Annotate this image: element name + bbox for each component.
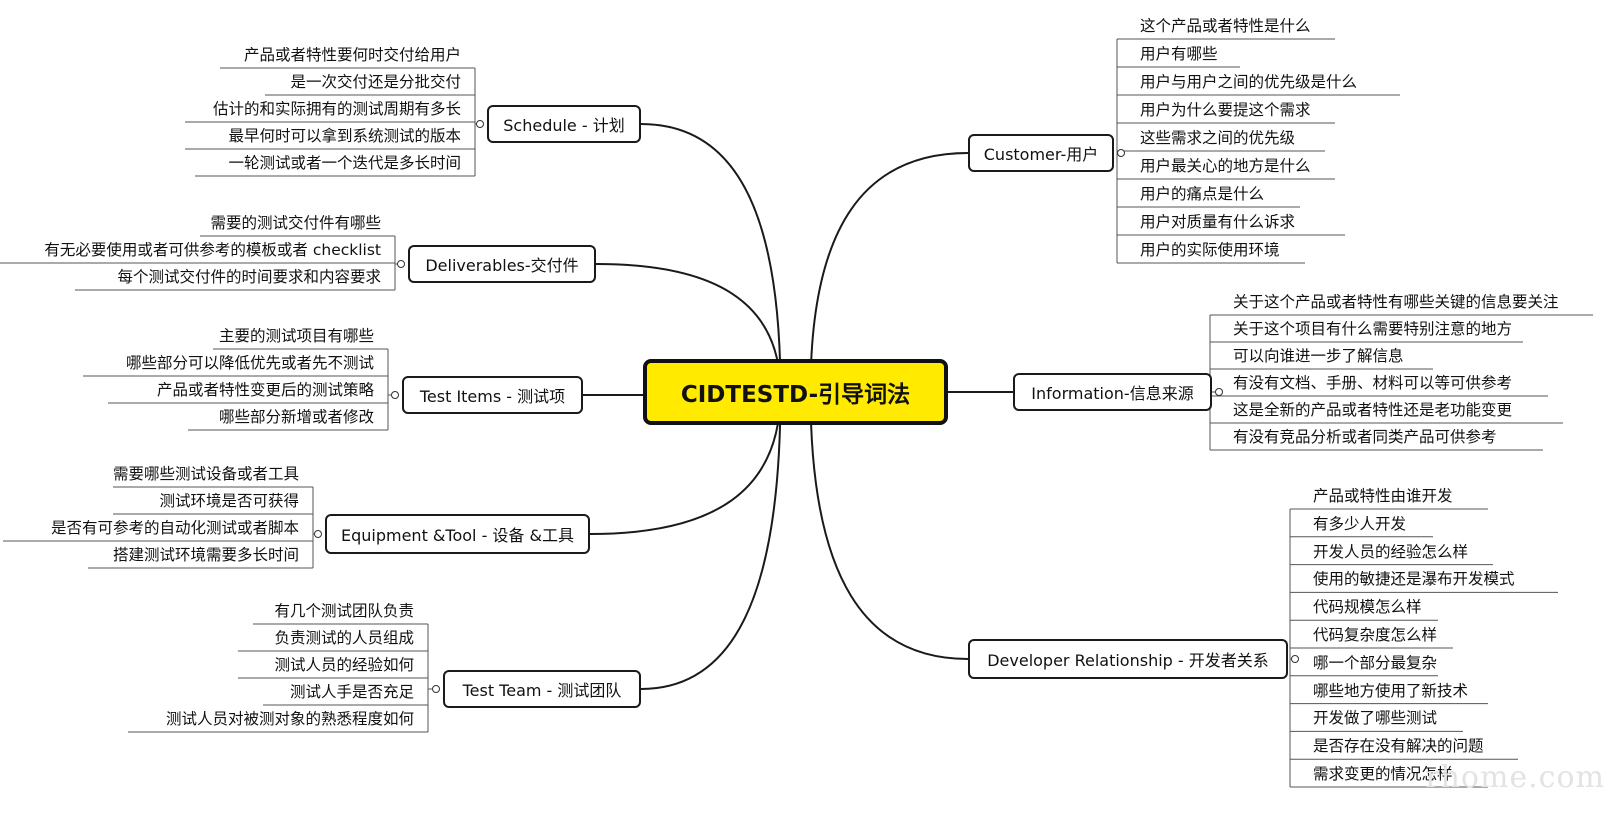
leaf-item[interactable]: 估计的和实际拥有的测试周期有多长 xyxy=(212,100,461,118)
leaf-item[interactable]: 用户为什么要提这个需求 xyxy=(1140,101,1311,119)
branch-connector-customer xyxy=(809,152,969,393)
leaf-item[interactable]: 用户的实际使用环境 xyxy=(1140,241,1280,259)
leaf-item[interactable]: 有多少人开发 xyxy=(1313,514,1407,533)
topic-customer[interactable]: Customer-用户 xyxy=(968,134,1114,172)
leaf-item[interactable]: 可以向谁进一步了解信息 xyxy=(1233,347,1404,365)
leaf-item[interactable]: 有没有竞品分析或者同类产品可供参考 xyxy=(1233,428,1497,446)
collapse-toggle-developer[interactable] xyxy=(1291,655,1299,663)
leaf-item[interactable]: 是一次交付还是分批交付 xyxy=(290,73,461,91)
leaf-item[interactable]: 产品或者特性变更后的测试策略 xyxy=(156,381,374,399)
leaf-item[interactable]: 用户最关心的地方是什么 xyxy=(1140,157,1311,175)
leaf-item[interactable]: 测试人手是否充足 xyxy=(289,683,414,701)
leaf-item[interactable]: 关于这个产品或者特性有哪些关键的信息要关注 xyxy=(1233,293,1559,311)
leaf-item[interactable]: 主要的测试项目有哪些 xyxy=(218,327,374,345)
leaf-item[interactable]: 开发做了哪些测试 xyxy=(1313,709,1438,728)
leaf-item[interactable]: 有没有文档、手册、材料可以等可供参考 xyxy=(1233,374,1513,392)
leaf-item[interactable]: 这些需求之间的优先级 xyxy=(1140,129,1296,147)
topic-developer[interactable]: Developer Relationship - 开发者关系 xyxy=(968,639,1288,679)
leaf-item[interactable]: 是否有可参考的自动化测试或者脚本 xyxy=(50,519,299,537)
leaf-item[interactable]: 最早何时可以拿到系统测试的版本 xyxy=(228,127,461,145)
leaf-item[interactable]: 这是全新的产品或者特性还是老功能变更 xyxy=(1233,401,1513,419)
leaf-item[interactable]: 一轮测试或者一个迭代是多长时间 xyxy=(228,154,461,172)
topic-equipment-tool[interactable]: Equipment &Tool - 设备 &工具 xyxy=(325,514,590,554)
collapse-toggle-test-items[interactable] xyxy=(391,391,399,399)
leaf-item[interactable]: 哪一个部分最复杂 xyxy=(1313,653,1438,672)
branch-connector-equipment-tool xyxy=(589,391,782,535)
leaf-item[interactable]: 需求变更的情况怎样 xyxy=(1313,765,1453,783)
watermark: rhome.com xyxy=(1425,760,1605,795)
leaf-item[interactable]: 有无必要使用或者可供参考的模板或者 checklist xyxy=(44,241,381,259)
leaf-item[interactable]: 每个测试交付件的时间要求和内容要求 xyxy=(117,268,381,286)
leaf-item[interactable]: 产品或者特性要何时交付给用户 xyxy=(243,46,461,64)
topic-test-team[interactable]: Test Team - 测试团队 xyxy=(443,670,641,708)
leaf-item[interactable]: 是否存在没有解决的问题 xyxy=(1313,737,1484,756)
leaf-item[interactable]: 关于这个项目有什么需要特别注意的地方 xyxy=(1233,320,1513,338)
collapse-toggle-equipment-tool[interactable] xyxy=(314,530,322,538)
branch-connector-schedule xyxy=(640,123,782,393)
leaf-item[interactable]: 负责测试的人员组成 xyxy=(274,629,414,647)
leaf-item[interactable]: 产品或特性由谁开发 xyxy=(1313,487,1453,505)
branch-connector-developer xyxy=(809,391,969,660)
leaf-item[interactable]: 测试环境是否可获得 xyxy=(159,492,299,510)
topic-information[interactable]: Information-信息来源 xyxy=(1013,373,1212,411)
central-topic[interactable]: CIDTESTD-引导词法 xyxy=(643,359,948,425)
leaf-item[interactable]: 开发人员的经验怎么样 xyxy=(1313,542,1469,561)
leaf-item[interactable]: 哪些部分新增或者修改 xyxy=(218,408,374,426)
topic-deliverables[interactable]: Deliverables-交付件 xyxy=(408,245,596,283)
leaf-item[interactable]: 需要的测试交付件有哪些 xyxy=(210,214,381,232)
collapse-toggle-customer[interactable] xyxy=(1117,149,1125,157)
leaf-item[interactable]: 需要哪些测试设备或者工具 xyxy=(112,465,299,483)
topic-test-items[interactable]: Test Items - 测试项 xyxy=(402,376,583,414)
collapse-toggle-test-team[interactable] xyxy=(432,685,440,693)
leaf-item[interactable]: 用户对质量有什么诉求 xyxy=(1140,213,1296,231)
leaf-item[interactable]: 使用的敏捷还是瀑布开发模式 xyxy=(1313,570,1515,589)
leaf-item[interactable]: 测试人员对被测对象的熟悉程度如何 xyxy=(165,710,414,728)
collapse-toggle-information[interactable] xyxy=(1215,388,1223,396)
leaf-item[interactable]: 用户有哪些 xyxy=(1140,45,1218,63)
leaf-item[interactable]: 代码规模怎么样 xyxy=(1313,598,1422,617)
leaf-item[interactable]: 搭建测试环境需要多长时间 xyxy=(112,546,299,564)
branch-connector-test-team xyxy=(640,391,782,690)
collapse-toggle-schedule[interactable] xyxy=(476,120,484,128)
collapse-toggle-deliverables[interactable] xyxy=(397,260,405,268)
leaf-item[interactable]: 代码复杂度怎么样 xyxy=(1313,626,1438,644)
leaf-item[interactable]: 用户的痛点是什么 xyxy=(1140,185,1265,203)
leaf-item[interactable]: 有几个测试团队负责 xyxy=(274,602,414,620)
leaf-item[interactable]: 测试人员的经验如何 xyxy=(274,656,414,674)
leaf-item[interactable]: 这个产品或者特性是什么 xyxy=(1140,17,1311,35)
leaf-item[interactable]: 用户与用户之间的优先级是什么 xyxy=(1140,73,1358,91)
leaf-item[interactable]: 哪些地方使用了新技术 xyxy=(1313,681,1469,700)
leaf-item[interactable]: 哪些部分可以降低优先或者先不测试 xyxy=(125,354,374,372)
topic-schedule[interactable]: Schedule - 计划 xyxy=(487,105,641,143)
